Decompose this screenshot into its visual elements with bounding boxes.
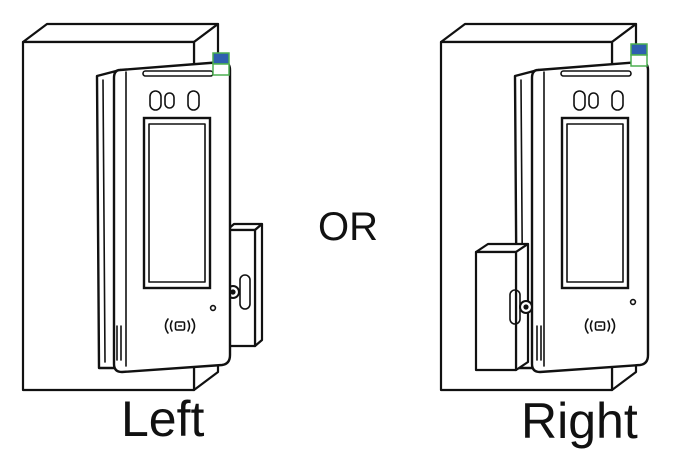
camera-icon: [519, 300, 533, 314]
nfc-icon: [584, 318, 616, 334]
left-side-module: [225, 222, 264, 348]
left-intercom-panel: [112, 52, 232, 374]
right-assembly: [439, 22, 650, 392]
right-speaker-slot: [560, 70, 632, 77]
left-label: Left: [121, 391, 205, 447]
left-assembly: [21, 22, 264, 392]
left-indicator-green: [212, 63, 230, 76]
right-label: Right: [521, 393, 638, 449]
left-screen: [142, 116, 212, 290]
left-indicator-blue: [212, 52, 230, 65]
left-sensor-right: [187, 90, 200, 111]
right-screen: [560, 116, 630, 290]
nfc-icon: [164, 318, 196, 334]
right-screen-inner: [566, 123, 624, 283]
left-sensor-left: [149, 90, 162, 111]
or-label: OR: [318, 205, 378, 249]
right-indicator-green: [630, 54, 648, 67]
right-sensor-left: [573, 90, 586, 111]
left-sensor-mid: [164, 92, 175, 109]
right-sensor-mid: [588, 92, 599, 109]
left-screen-inner: [148, 123, 206, 283]
right-side-module: [474, 242, 533, 372]
right-sensor-right: [611, 90, 624, 111]
right-indicator-blue: [630, 43, 648, 56]
right-intercom-panel: [530, 43, 650, 374]
